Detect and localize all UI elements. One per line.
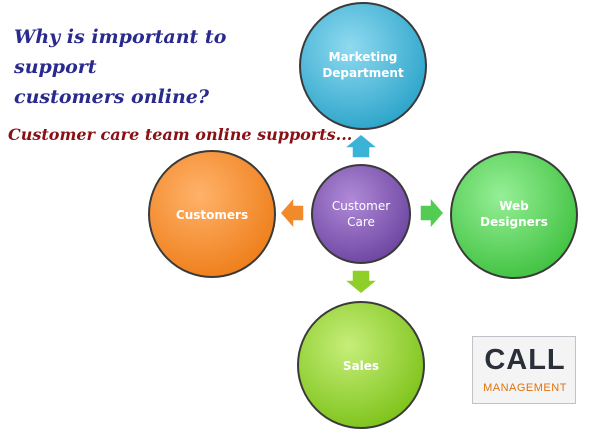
arrow-down-icon bbox=[341, 269, 381, 295]
node-customer-care-line-2: Care bbox=[347, 215, 375, 229]
node-web-designers: Web Designers bbox=[450, 151, 578, 279]
node-web-designers-line-1: Web bbox=[499, 199, 529, 213]
page-heading: Why is important to support customers on… bbox=[14, 22, 304, 112]
node-customer-care-line-1: Customer bbox=[332, 199, 390, 213]
node-sales-label: Sales bbox=[343, 359, 379, 373]
logo-word: CALL bbox=[484, 344, 566, 376]
node-sales: Sales bbox=[297, 301, 425, 429]
node-customers: Customers bbox=[148, 150, 276, 278]
arrow-left-icon bbox=[279, 195, 305, 231]
heading-line-1: Why is important to support bbox=[14, 26, 227, 78]
node-marketing-line-2: Department bbox=[322, 66, 404, 80]
arrow-up-icon bbox=[341, 133, 381, 159]
node-marketing-line-1: Marketing bbox=[329, 50, 398, 64]
arrow-right-icon bbox=[419, 195, 445, 231]
node-web-designers-line-2: Designers bbox=[480, 215, 548, 229]
logo-subtitle: MANAGEMENT bbox=[483, 382, 567, 394]
node-customers-label: Customers bbox=[176, 208, 248, 222]
subheading: Customer care team online supports... bbox=[8, 125, 353, 144]
node-customer-care: Customer Care bbox=[311, 164, 411, 264]
heading-line-2: customers online? bbox=[14, 86, 210, 108]
call-management-logo: CALL MANAGEMENT bbox=[472, 336, 576, 404]
node-marketing-department: Marketing Department bbox=[299, 2, 427, 130]
